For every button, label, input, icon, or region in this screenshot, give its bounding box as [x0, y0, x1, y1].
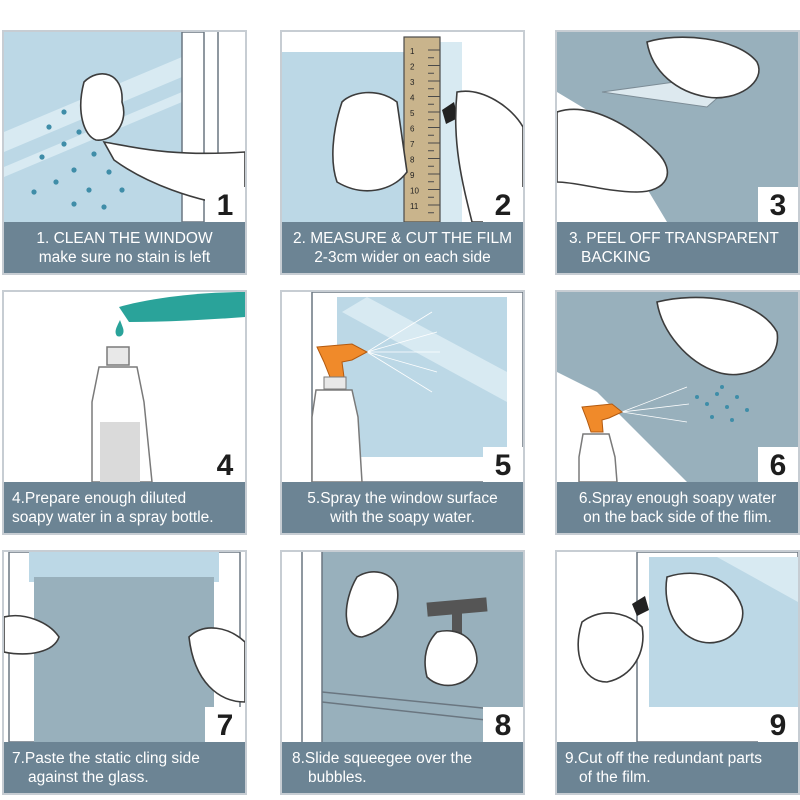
caption-line-1: 7.Paste the static cling side: [12, 749, 200, 767]
ruler-label: 7: [410, 140, 415, 149]
step-number: 9: [758, 707, 798, 745]
caption-line-1: 3. PEEL OFF TRANSPARENT: [569, 229, 779, 247]
ruler-label: 3: [410, 78, 415, 87]
peel-backing-illustration: [557, 32, 798, 222]
teal-bottle-icon: [119, 292, 245, 322]
spray-bottle-icon: [578, 403, 623, 482]
step-caption: 9.Cut off the redundant parts of the fil…: [557, 742, 798, 793]
spray-film-back-illustration: [557, 292, 798, 482]
caption-line-1: 4.Prepare enough diluted: [12, 489, 187, 507]
step-number: 6: [758, 447, 798, 485]
clean-window-illustration: [4, 32, 245, 222]
caption-line-2: make sure no stain is left: [38, 248, 211, 266]
caption-line-1: 5.Spray the window surface: [307, 489, 498, 507]
water-drop-icon: [115, 320, 124, 337]
hands-icon: [332, 90, 523, 222]
step-number: 2: [483, 187, 523, 225]
step-panel-8: 8 8.Slide squeegee over the bubbles.: [280, 550, 525, 795]
step-panel-1: 1 1. CLEAN THE WINDOW make sure no stain…: [2, 30, 247, 275]
water-drops-icon: [31, 109, 132, 210]
step-caption: 8.Slide squeegee over the bubbles.: [282, 742, 523, 793]
step-number: 7: [205, 707, 245, 745]
hands-icon: [656, 296, 779, 376]
caption-line-1: 9.Cut off the redundant parts: [565, 749, 763, 767]
step-panel-4: 4 4.Prepare enough diluted soapy water i…: [2, 290, 247, 535]
ruler-label: 2: [410, 63, 415, 72]
caption-line-1: 1. CLEAN THE WINDOW: [36, 229, 213, 247]
step-caption: 1. CLEAN THE WINDOW make sure no stain i…: [4, 222, 245, 273]
film-sheet: [34, 577, 214, 742]
caption-line-2: against the glass.: [28, 768, 149, 786]
caption-line-2: 2-3cm wider on each side: [314, 248, 491, 266]
spray-mist-icon: [366, 311, 440, 393]
prepare-soapy-water-illustration: [4, 292, 245, 482]
cutter-knife-icon: [632, 596, 649, 616]
step-panel-6: 6 6.Spray enough soapy water on the back…: [555, 290, 800, 535]
ruler-label: 6: [410, 125, 415, 134]
step-panel-3: 3 3. PEEL OFF TRANSPARENT BACKING: [555, 30, 800, 275]
spray-bottle-icon: [91, 346, 153, 482]
caption-line-1: 8.Slide squeegee over the: [292, 749, 473, 767]
cutter-knife-icon: [442, 102, 458, 124]
ruler-label: 4: [410, 94, 415, 103]
ruler-label: 9: [410, 171, 415, 180]
step-caption: 6.Spray enough soapy water on the back s…: [557, 482, 798, 533]
hands-icon: [557, 36, 760, 193]
hands-icon: [345, 571, 478, 687]
ruler-icon: 1 2 3 4 5 6 7 8 9 10 11: [403, 36, 441, 222]
ruler-label: 1: [410, 47, 415, 56]
caption-line-1: 2. MEASURE & CUT THE FILM: [292, 229, 513, 247]
step-caption: 2. MEASURE & CUT THE FILM 2-3cm wider on…: [282, 222, 523, 273]
step-panel-9: 9 9.Cut off the redundant parts of the f…: [555, 550, 800, 795]
caption-line-2: BACKING: [581, 248, 651, 266]
step-number: 8: [483, 707, 523, 745]
step-panel-7: 7 7.Paste the static cling side against …: [2, 550, 247, 795]
ruler-label: 8: [410, 156, 415, 165]
measure-film-illustration: 1 2 3 4 5 6 7 8 9 10 11: [282, 32, 523, 222]
step-caption: 3. PEEL OFF TRANSPARENT BACKING: [557, 222, 798, 273]
ruler-label: 11: [410, 202, 419, 211]
ruler-label: 10: [410, 187, 419, 196]
caption-line-2: soapy water in a spray bottle.: [12, 508, 214, 526]
caption-line-2: with the soapy water.: [330, 508, 475, 526]
caption-line-1: 6.Spray enough soapy water: [578, 489, 777, 507]
hands-icon: [577, 572, 744, 683]
step-caption: 5.Spray the window surface with the soap…: [282, 482, 523, 533]
paste-film-illustration: [4, 552, 245, 742]
water-drops-icon: [695, 385, 749, 422]
step-number: 4: [205, 447, 245, 485]
spray-bottle-icon: [311, 343, 369, 482]
spray-window-illustration: [282, 292, 523, 482]
squeegee-icon: [426, 597, 488, 642]
step-number: 5: [483, 447, 523, 485]
step-panel-5: 5 5.Spray the window surface with the so…: [280, 290, 525, 535]
caption-line-2: on the back side of the flim.: [583, 508, 772, 526]
spray-mist-icon: [621, 386, 690, 423]
step-caption: 7.Paste the static cling side against th…: [4, 742, 245, 793]
caption-line-2: bubbles.: [308, 768, 367, 786]
step-number: 3: [758, 187, 798, 225]
ruler-label: 5: [410, 109, 415, 118]
step-number: 1: [205, 187, 245, 225]
step-panel-2: 1 2 3 4 5 6 7 8 9 10 11 2 2. MEASURE & CUT THE FIL…: [280, 30, 525, 275]
step-caption: 4.Prepare enough diluted soapy water in …: [4, 482, 245, 533]
caption-line-2: of the film.: [579, 768, 651, 786]
hands-icon: [4, 614, 245, 703]
